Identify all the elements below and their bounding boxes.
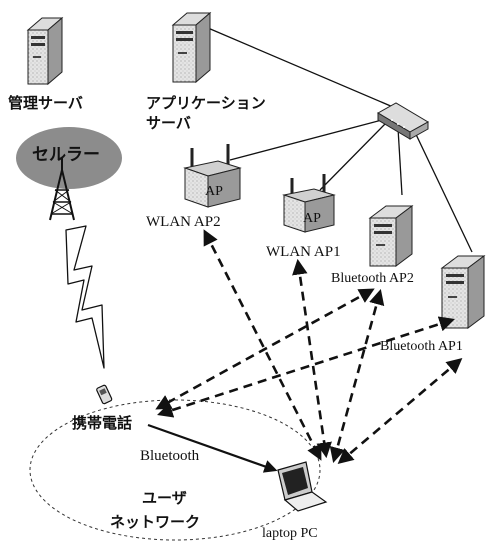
link-switch-wlan-ap1 (319, 123, 386, 191)
laptop-icon (277, 461, 328, 512)
cellular-label: セルラー (32, 145, 100, 165)
cell-tower-icon (49, 158, 75, 221)
dashed-bt-ap1-phone (157, 316, 455, 418)
user-network-label-line1: ユーザ (142, 489, 187, 507)
cellular-lightning-icon (65, 225, 105, 369)
bluetooth-ap2-label: Bluetooth AP2 (331, 271, 414, 286)
mobile-phone-label: 携帯電話 (72, 414, 132, 432)
laptop-label: laptop PC (262, 526, 318, 541)
wlan-ap1-badge: AP (303, 211, 321, 226)
link-switch-bt-ap2 (397, 127, 403, 196)
management-server-icon (26, 16, 64, 86)
application-server-label-line1: アプリケーション (146, 94, 266, 112)
application-server-icon (171, 11, 212, 84)
bluetooth-ap1-icon (440, 255, 486, 329)
network-switch-icon (376, 102, 430, 140)
bluetooth-link-label: Bluetooth (140, 448, 200, 464)
dashed-wlan-ap1-laptop (292, 258, 332, 459)
link-appserver-switch (207, 27, 401, 111)
user-network-boundary (29, 399, 321, 541)
wlan-ap2-label: WLAN AP2 (146, 214, 221, 230)
user-network-label-line2: ネットワーク (110, 513, 200, 531)
dashed-bt-ap2-laptop (329, 288, 385, 464)
wlan-ap2-icon: AP (183, 144, 242, 208)
application-server-label-line2: サーバ (146, 114, 191, 132)
backbone-links (207, 27, 473, 253)
wlan-ap2-badge: AP (205, 184, 223, 199)
cellular-cloud (16, 127, 122, 189)
dashed-bt-ap2-phone (155, 288, 375, 410)
dashed-wlan-ap2-laptop (203, 229, 322, 461)
mobile-phone-icon (96, 384, 113, 405)
wireless-links (155, 229, 463, 465)
dashed-bt-ap1-laptop (337, 357, 463, 465)
link-switch-bt-ap1 (411, 125, 473, 253)
management-server-label: 管理サーバ (8, 94, 83, 112)
link-switch-wlan-ap2 (229, 119, 383, 161)
wlan-ap1-label: WLAN AP1 (266, 244, 341, 260)
bluetooth-ap2-icon (368, 205, 414, 267)
wlan-ap1-icon: AP (282, 174, 336, 233)
bluetooth-ap1-label: Bluetooth AP1 (380, 339, 463, 354)
